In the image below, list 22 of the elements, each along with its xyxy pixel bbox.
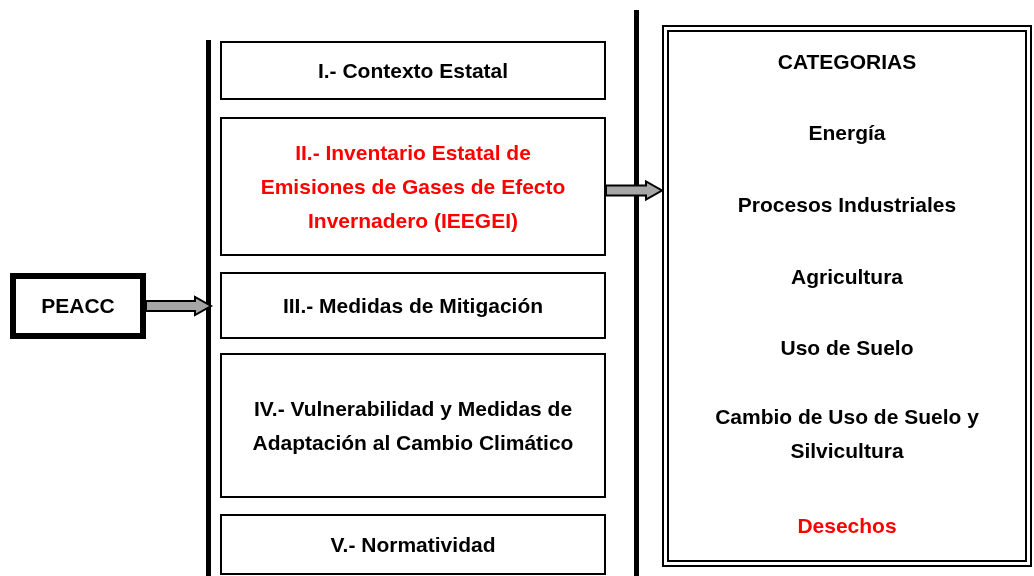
block-arrow <box>145 295 214 317</box>
section-box <box>220 117 606 256</box>
category-label: Procesos Industriales <box>736 192 958 218</box>
title-label: PEACC <box>41 293 115 319</box>
section-box <box>220 353 606 498</box>
block-arrow <box>605 179 665 202</box>
section-label: I.- Contexto Estatal <box>317 57 509 84</box>
category-label: Cambio de Uso de Suelo y Silvicultura <box>714 404 980 464</box>
category-label: Desechos <box>796 513 898 539</box>
section-box <box>220 514 606 575</box>
category-label: Energía <box>807 120 887 146</box>
section-box <box>220 41 606 100</box>
title-box <box>10 273 146 339</box>
section-label: II.- Inventario Estatal de Emisiones de Gases de Efecto Invernadero (IEEGEI) <box>259 139 567 234</box>
section-label: III.- Medidas de Mitigación <box>282 292 544 319</box>
category-label: Agricultura <box>790 264 904 290</box>
section-label: V.- Normatividad <box>330 531 496 558</box>
panel-heading: CATEGORIAS <box>776 49 918 75</box>
section-box <box>220 272 606 339</box>
section-label: IV.- Vulnerabilidad y Medidas de Adaptación al Cambio Climático <box>251 395 575 456</box>
category-panel <box>662 25 1032 567</box>
category-label: Uso de Suelo <box>779 335 915 361</box>
